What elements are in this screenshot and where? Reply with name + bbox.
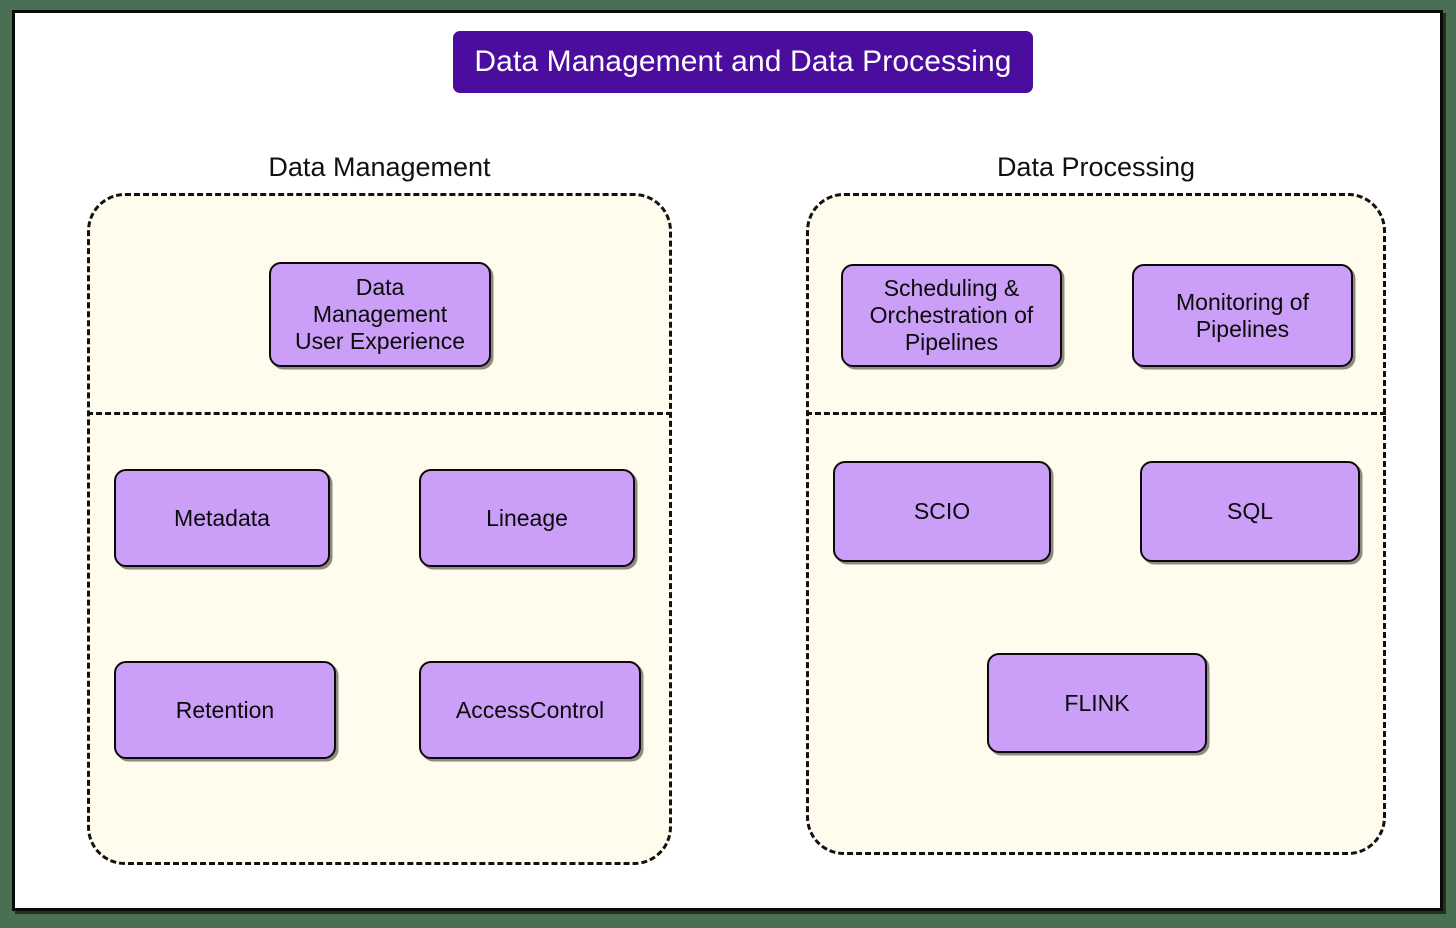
group-heading-data-processing: Data Processing	[996, 152, 1196, 182]
node-label: Lineage	[486, 504, 568, 531]
node-lineage[interactable]: Lineage	[419, 469, 635, 567]
node-label: Data Management User Experience	[294, 274, 466, 354]
node-monitoring-of-pipelines[interactable]: Monitoring of Pipelines	[1132, 264, 1353, 367]
group-container-data-processing: Scheduling & Orchestration of Pipelines …	[806, 193, 1386, 855]
node-label: Scheduling & Orchestration of Pipelines	[869, 275, 1034, 355]
node-label: Metadata	[174, 504, 270, 531]
node-sql[interactable]: SQL	[1140, 461, 1360, 562]
diagram-page-panel: Data Management and Data Processing Data…	[12, 10, 1443, 911]
node-label: AccessControl	[455, 696, 605, 723]
node-retention[interactable]: Retention	[114, 661, 336, 759]
node-metadata[interactable]: Metadata	[114, 469, 330, 567]
node-scheduling-orchestration-of-pipelines[interactable]: Scheduling & Orchestration of Pipelines	[841, 264, 1062, 367]
node-label: FLINK	[1064, 689, 1130, 716]
node-label: SCIO	[913, 498, 971, 525]
node-access-control[interactable]: AccessControl	[419, 661, 641, 759]
node-scio[interactable]: SCIO	[833, 461, 1051, 562]
group-divider-data-management	[87, 412, 672, 415]
group-heading-data-management: Data Management	[268, 152, 491, 182]
node-flink[interactable]: FLINK	[987, 653, 1207, 753]
node-label: Monitoring of Pipelines	[1176, 288, 1309, 342]
node-label: SQL	[1226, 498, 1274, 525]
node-data-management-user-experience[interactable]: Data Management User Experience	[269, 262, 491, 367]
group-divider-data-processing	[806, 412, 1386, 415]
group-container-data-management: Data Management User Experience Metadata…	[87, 193, 672, 865]
diagram-title-banner: Data Management and Data Processing	[453, 31, 1033, 93]
node-label: Retention	[175, 696, 275, 723]
diagram-title-text: Data Management and Data Processing	[474, 45, 1012, 78]
